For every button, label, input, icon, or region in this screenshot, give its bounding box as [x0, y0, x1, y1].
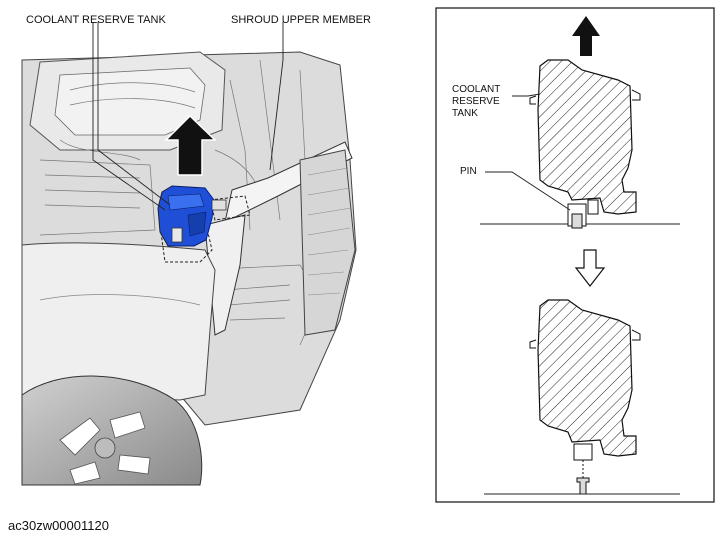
panel-label-coolant-reserve-tank: COOLANT RESERVE TANK — [452, 84, 532, 120]
label-shroud-upper-member: SHROUD UPPER MEMBER — [231, 14, 371, 26]
tank-lower-state — [484, 299, 680, 495]
up-arrow-icon — [572, 16, 600, 56]
panel-label-pin: PIN — [460, 166, 477, 177]
engine-bay-illustration — [21, 51, 357, 486]
label-coolant-reserve-tank: COOLANT RESERVE TANK — [26, 14, 166, 26]
panel-label-line-2: RESERVE — [452, 96, 500, 107]
figure-caption: ac30zw00001120 — [8, 518, 109, 533]
leader-lines-right — [485, 93, 571, 211]
tank-upper-state — [480, 59, 680, 229]
down-arrow-icon — [574, 249, 606, 287]
leader-lines-left — [92, 22, 284, 211]
panel-label-line-1: COOLANT — [452, 84, 501, 95]
panel-label-line-3: TANK — [452, 108, 478, 119]
